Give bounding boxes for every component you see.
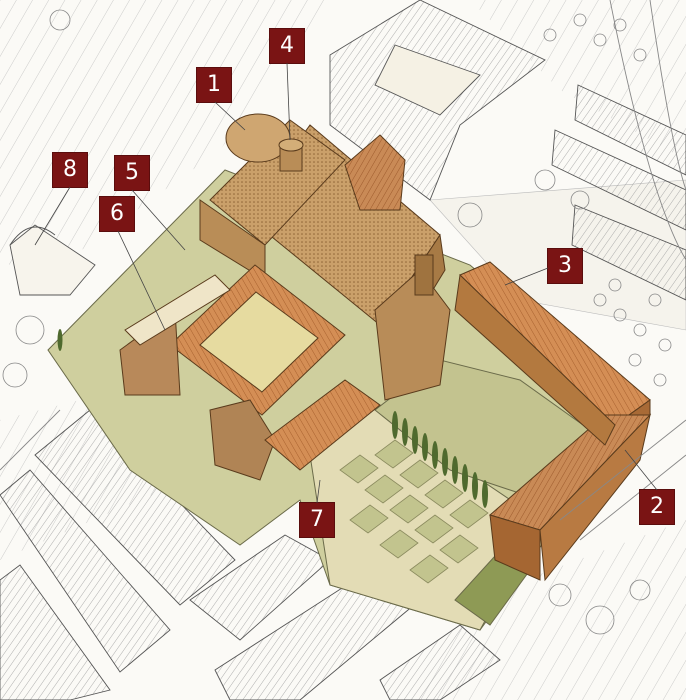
marker-1[interactable]: 1 xyxy=(197,68,231,102)
background-trees xyxy=(2,9,672,635)
marker-2[interactable]: 2 xyxy=(640,490,674,524)
marker-7[interactable]: 7 xyxy=(300,503,334,537)
marker-5[interactable]: 5 xyxy=(115,156,149,190)
marker-4[interactable]: 4 xyxy=(270,29,304,63)
roads xyxy=(0,0,686,541)
marker-3[interactable]: 3 xyxy=(548,249,582,283)
church-complex xyxy=(199,113,451,401)
marker-6[interactable]: 6 xyxy=(100,197,134,231)
marker-8[interactable]: 8 xyxy=(53,153,87,187)
cypress-row xyxy=(57,288,488,508)
long-wing xyxy=(454,261,652,582)
